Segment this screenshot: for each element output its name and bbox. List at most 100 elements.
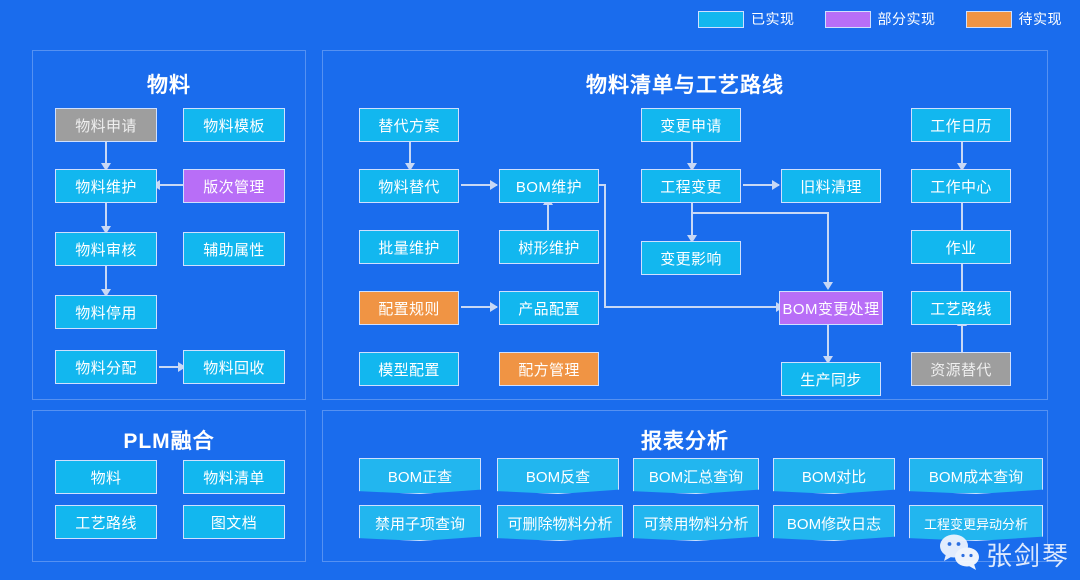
arrowhead-b14-b15 (823, 356, 833, 364)
node-batch-maintain[interactable]: 批量维护 (359, 230, 459, 264)
node-label: 工程变更 (660, 178, 722, 196)
node-substitute-plan[interactable]: 替代方案 (359, 108, 459, 142)
node-formula-management[interactable]: 配方管理 (499, 352, 599, 386)
node-label: 物料审核 (75, 241, 137, 259)
node-label: BOM成本查询 (928, 468, 1024, 486)
node-bom-change-process[interactable]: BOM变更处理 (779, 291, 883, 325)
node-work-calendar[interactable]: 工作日历 (911, 108, 1011, 142)
connector-b11-b12 (743, 184, 779, 186)
node-label: 旧料清理 (800, 178, 862, 196)
node-bom-forward-query[interactable]: BOM正查 (359, 458, 481, 494)
node-material-review[interactable]: 物料审核 (55, 232, 157, 266)
legend-item-todo: 待实现 (965, 9, 1063, 29)
node-label: BOM汇总查询 (648, 468, 744, 486)
connector-m3-m5 (105, 194, 107, 228)
node-bom-change-log[interactable]: BOM修改日志 (773, 505, 895, 541)
node-label: 资源替代 (930, 361, 992, 379)
node-label: 物料回收 (203, 359, 265, 377)
node-disableable-material-analysis[interactable]: 可禁用物料分析 (633, 505, 759, 541)
arrowhead-b11-b13 (687, 235, 697, 243)
node-material-recycle[interactable]: 物料回收 (183, 350, 285, 384)
node-material-maintain[interactable]: 物料维护 (55, 169, 157, 203)
node-label: 配方管理 (518, 361, 580, 379)
connector-b16-b17 (961, 131, 963, 165)
node-bom-cost-query[interactable]: BOM成本查询 (909, 458, 1043, 494)
node-product-config[interactable]: 产品配置 (499, 291, 599, 325)
node-material-disable[interactable]: 物料停用 (55, 295, 157, 329)
node-bom-compare[interactable]: BOM对比 (773, 458, 895, 494)
node-material-template[interactable]: 物料模板 (183, 108, 285, 142)
node-plm-bom[interactable]: 物料清单 (183, 460, 285, 494)
node-label: 生产同步 (800, 371, 862, 389)
node-config-rule[interactable]: 配置规则 (359, 291, 459, 325)
node-label: 辅助属性 (203, 241, 265, 259)
node-work-center[interactable]: 工作中心 (911, 169, 1011, 203)
node-deletable-material-analysis[interactable]: 可删除物料分析 (497, 505, 623, 541)
node-label: 变更申请 (660, 117, 722, 135)
arrowhead-m1-m3 (101, 163, 111, 171)
node-label: 版次管理 (203, 178, 265, 196)
node-engineering-change-analysis[interactable]: 工程变更异动分析 (909, 505, 1043, 541)
connector-m4-m3 (159, 184, 185, 186)
connector-b2-b3 (461, 184, 497, 186)
node-material-substitute[interactable]: 物料替代 (359, 169, 459, 203)
node-production-sync[interactable]: 生产同步 (781, 362, 881, 396)
node-label: 工作日历 (930, 117, 992, 135)
arrowhead-b11-b12 (772, 180, 780, 190)
node-change-impact[interactable]: 变更影响 (641, 241, 741, 275)
node-label: 物料模板 (203, 117, 265, 135)
panel-bom-title: 物料清单与工艺路线 (586, 74, 784, 97)
node-label: 物料 (90, 469, 122, 487)
node-material-allocate[interactable]: 物料分配 (55, 350, 157, 384)
legend-item-partial: 部分实现 (824, 9, 936, 29)
node-version-management[interactable]: 版次管理 (183, 169, 285, 203)
node-engineering-change[interactable]: 工程变更 (641, 169, 741, 203)
node-plm-document[interactable]: 图文档 (183, 505, 285, 539)
legend-label-partial: 部分实现 (877, 11, 936, 27)
panel-material-title: 物料 (147, 74, 191, 97)
node-label: 物料申请 (75, 117, 137, 135)
node-plm-routing[interactable]: 工艺路线 (55, 505, 157, 539)
legend-label-done: 已实现 (751, 11, 795, 27)
node-model-config[interactable]: 模型配置 (359, 352, 459, 386)
node-label: 配置规则 (378, 300, 440, 318)
node-label: BOM维护 (515, 178, 583, 196)
connector-b18-b19 (961, 264, 963, 298)
node-label: BOM对比 (801, 468, 867, 486)
node-bom-reverse-query[interactable]: BOM反查 (497, 458, 619, 494)
panel-report-title: 报表分析 (641, 430, 729, 453)
node-label: 作业 (945, 239, 977, 257)
node-bom-summary-query[interactable]: BOM汇总查询 (633, 458, 759, 494)
legend-swatch-partial (824, 10, 871, 28)
connector-b11-b13 (691, 203, 693, 237)
legend-label-todo: 待实现 (1018, 11, 1062, 27)
node-label: 工艺路线 (930, 300, 992, 318)
panel-plm: PLM融合 物料 物料清单 工艺路线 图文档 (32, 410, 306, 562)
node-operation[interactable]: 作业 (911, 230, 1011, 264)
node-label: 批量维护 (378, 239, 440, 257)
node-label: 物料停用 (75, 304, 137, 322)
node-label: 物料替代 (378, 178, 440, 196)
node-auxiliary-attribute[interactable]: 辅助属性 (183, 232, 285, 266)
arrowhead-m3-m5 (101, 226, 111, 234)
node-bom-maintain[interactable]: BOM维护 (499, 169, 599, 203)
node-disabled-child-query[interactable]: 禁用子项查询 (359, 505, 481, 541)
connector-b10-b11 (691, 131, 693, 165)
node-old-material-cleanup[interactable]: 旧料清理 (781, 169, 881, 203)
node-plm-material[interactable]: 物料 (55, 460, 157, 494)
node-label: 图文档 (210, 514, 258, 532)
node-label: 变更影响 (660, 250, 722, 268)
panel-report: 报表分析 BOM正查 BOM反查 BOM汇总查询 BOM对比 BOM成本查询 禁… (322, 410, 1048, 562)
connector-b11-elbow-h (691, 212, 828, 214)
node-resource-substitute[interactable]: 资源替代 (911, 352, 1011, 386)
node-change-request[interactable]: 变更申请 (641, 108, 741, 142)
node-tree-maintain[interactable]: 树形维护 (499, 230, 599, 264)
node-label: 树形维护 (518, 239, 580, 257)
arrowhead-b1-b2 (405, 163, 415, 171)
node-routing[interactable]: 工艺路线 (911, 291, 1011, 325)
node-label: 工作中心 (930, 178, 992, 196)
node-label: 物料清单 (203, 469, 265, 487)
connector-b11-elbow-v (827, 212, 829, 284)
node-material-request[interactable]: 物料申请 (55, 108, 157, 142)
node-label: BOM修改日志 (786, 515, 882, 533)
